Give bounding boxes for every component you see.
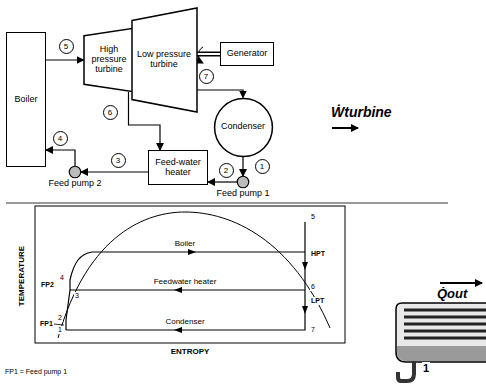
work-arrow	[332, 127, 358, 129]
saturation-dome	[58, 212, 330, 338]
node-label: Low pressure turbine	[132, 50, 197, 70]
heater-box: Feed-water heater	[148, 150, 208, 185]
node-label: Boiler	[14, 95, 37, 105]
pipe-line	[242, 157, 243, 177]
cycle-line	[66, 222, 305, 330]
pump-symbol: Feed pump 1	[237, 176, 249, 188]
node-label: Condenser	[221, 122, 265, 132]
condenser-circle: Condenser	[214, 98, 273, 157]
shaft-outer	[197, 52, 221, 57]
footnote: FP1 = Feed pump 1	[4, 368, 68, 376]
process-label: Feedwater heater	[153, 277, 218, 286]
cycle-arrow	[174, 287, 182, 293]
state-number: 1	[57, 326, 63, 334]
shaft	[197, 53, 221, 55]
axis-label: ENTROPY	[170, 347, 211, 356]
boiler-box: Boiler	[6, 32, 46, 167]
process-label: LPT	[310, 297, 325, 305]
state-number: 4	[59, 274, 65, 282]
state-number: 4	[53, 131, 68, 146]
state-number: 1	[422, 362, 430, 375]
ts-frame	[35, 206, 345, 343]
turbine-shape: Low pressure turbine	[132, 8, 197, 112]
pump-label: Feed pump 1	[216, 189, 269, 199]
pump-outline	[237, 176, 249, 188]
node-label: Feed-water heater	[149, 158, 207, 178]
state-number: 7	[199, 69, 214, 84]
turbine-outline	[132, 8, 197, 112]
state-number: 2	[57, 314, 63, 322]
pump-symbol-outline	[69, 166, 81, 178]
process-label: HPT	[310, 250, 326, 258]
state-number: 1	[255, 159, 270, 174]
axis-label: TEMPERATURE	[17, 245, 26, 307]
work-label: Ẇturbine	[330, 104, 393, 120]
state-number: 2	[219, 163, 234, 178]
pump-abbrev: FP2	[40, 281, 55, 289]
state-number: 3	[111, 153, 126, 168]
turbine-outline	[84, 28, 135, 92]
node-label: High pressure turbine	[84, 45, 135, 75]
heat-label: Q̇out	[436, 287, 468, 302]
process-label: Condenser	[164, 317, 205, 326]
pump-symbol: Feed pump 2	[69, 166, 81, 178]
state-number: 5	[310, 213, 316, 221]
turbine-shape: High pressure turbine	[84, 28, 135, 92]
feedwater-line	[70, 289, 305, 290]
pipe-line	[81, 171, 148, 172]
pipe-line	[208, 181, 237, 182]
condenser-shell	[396, 303, 486, 362]
state-number: 5	[59, 39, 74, 54]
pump-symbol-outline	[237, 176, 249, 188]
condenser-outline	[214, 98, 272, 156]
state-number: 6	[310, 283, 316, 291]
separator	[6, 202, 448, 204]
heat-arrow	[440, 282, 482, 284]
pipe-line	[46, 59, 84, 60]
pump-abbrev: FP1	[39, 320, 54, 328]
pump-label: Feed pump 2	[48, 179, 101, 189]
leader-line	[54, 324, 64, 325]
pipe-line	[46, 150, 75, 166]
state-number: 7	[310, 326, 316, 334]
node-label: Generator	[227, 49, 268, 59]
condenser-tubes	[404, 310, 486, 338]
cycle-arrow	[302, 306, 308, 314]
process-label: Boiler	[174, 239, 196, 248]
cycle-arrow	[174, 327, 182, 333]
hotwell	[397, 346, 486, 361]
state-number: 6	[103, 105, 118, 120]
cycle-arrow	[302, 262, 308, 270]
state-number: 3	[74, 292, 80, 300]
generator-box: Generator	[220, 42, 274, 66]
pump-outline	[69, 166, 81, 178]
pipe-line	[197, 90, 244, 98]
outlet-pipe	[398, 361, 414, 381]
cycle-arrow	[188, 249, 196, 255]
